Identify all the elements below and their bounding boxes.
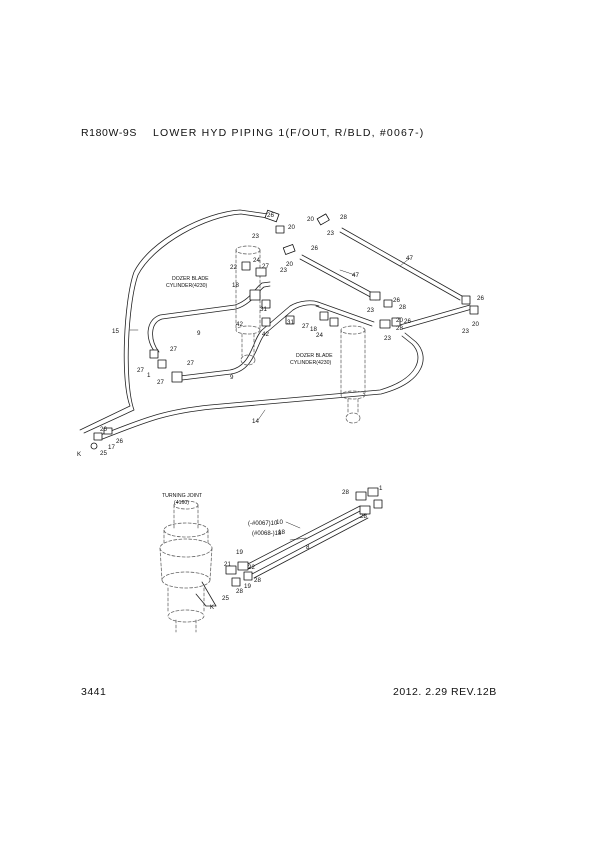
part-number-callout: K bbox=[77, 451, 82, 458]
pipe-47-lower bbox=[299, 254, 379, 301]
pipe-connect bbox=[315, 301, 473, 330]
part-number-callout: 19 bbox=[244, 583, 251, 590]
part-number-callout: 21 bbox=[224, 561, 231, 568]
page-title: LOWER HYD PIPING 1(F/OUT, R/BLD, #0067-) bbox=[153, 127, 425, 139]
part-number-callout: 9 bbox=[197, 330, 201, 337]
part-number-callout: 47 bbox=[352, 272, 359, 279]
part-number-callout: 18 bbox=[310, 326, 317, 333]
part-number-callout: 23 bbox=[462, 328, 469, 335]
serial-range-1-label: (-#0067)10 bbox=[248, 521, 278, 527]
part-number-callout: 15 bbox=[112, 328, 119, 335]
part-number-callout: 28 bbox=[342, 489, 349, 496]
fittings-lower bbox=[225, 487, 383, 587]
model-code: R180W-9S bbox=[81, 127, 137, 139]
part-number-callout: 23 bbox=[252, 233, 259, 240]
part-number-callout: 27 bbox=[170, 346, 177, 353]
part-number-callout: 23 bbox=[384, 335, 391, 342]
part-number-callout: 25 bbox=[100, 450, 107, 457]
part-number-callout: 20 bbox=[307, 216, 314, 223]
dozer-cylinder-right bbox=[340, 325, 366, 424]
part-number-callout: 28 bbox=[236, 588, 243, 595]
part-number-callout: 18 bbox=[278, 529, 285, 536]
turning-joint bbox=[159, 500, 213, 633]
part-number-callout: 10 bbox=[276, 519, 283, 526]
part-number-callout: 22 bbox=[248, 564, 255, 571]
part-number-callout: 26 bbox=[404, 318, 411, 325]
detail-k-marker bbox=[195, 581, 217, 607]
part-number-callout: 28 bbox=[360, 513, 367, 520]
part-number-callout: 8 bbox=[306, 544, 310, 551]
part-number-callout: 23 bbox=[367, 307, 374, 314]
part-number-callout: 31 bbox=[260, 306, 267, 313]
part-number-callout: 25 bbox=[222, 595, 229, 602]
part-number-callout: 42 bbox=[262, 331, 269, 338]
part-number-callout: 27 bbox=[187, 360, 194, 367]
part-number-callout: 20 bbox=[286, 261, 293, 268]
part-number-callout: 28 bbox=[340, 214, 347, 221]
part-number-callout: 17 bbox=[108, 444, 115, 451]
part-number-callout: 22 bbox=[230, 264, 237, 271]
dozer-cylinder-left bbox=[235, 245, 261, 366]
pipe-47-upper bbox=[339, 227, 463, 301]
part-number-callout: 20 bbox=[396, 317, 403, 324]
part-number-callout: 18 bbox=[232, 282, 239, 289]
part-number-callout: 28 bbox=[254, 577, 261, 584]
hose-10-18 bbox=[243, 505, 363, 571]
part-number-callout: 26 bbox=[100, 426, 107, 433]
part-number-callout: 26 bbox=[477, 295, 484, 302]
leader-lines bbox=[129, 257, 411, 541]
part-number-callout: 1 bbox=[379, 485, 383, 492]
part-number-callout: 20 bbox=[472, 321, 479, 328]
part-number-callout: 14 bbox=[252, 418, 259, 425]
hose-15 bbox=[79, 209, 269, 434]
part-number-callout: 19 bbox=[236, 549, 243, 556]
hose-14 bbox=[97, 332, 424, 441]
part-number-callout: 27 bbox=[137, 367, 144, 374]
page-number: 3441 bbox=[81, 686, 107, 698]
dozer-blade-left-label: DOZER BLADE bbox=[172, 276, 209, 282]
part-number-callout: 1 bbox=[147, 372, 151, 379]
part-number-callout: 24 bbox=[316, 332, 323, 339]
fittings-upper bbox=[90, 209, 479, 450]
dozer-blade-left-sublabel: CYLINDER(4230) bbox=[166, 283, 207, 289]
part-number-callout: 23 bbox=[327, 230, 334, 237]
part-number-callout: 20 bbox=[288, 224, 295, 231]
serial-range-2-label: (#0068-)18 bbox=[252, 531, 282, 537]
part-number-callout: 27 bbox=[262, 263, 269, 270]
part-number-callout: 26 bbox=[116, 438, 123, 445]
part-number-callout: 9 bbox=[230, 374, 234, 381]
part-number-callout: 27 bbox=[157, 379, 164, 386]
dozer-blade-right-label: DOZER BLADE bbox=[296, 353, 333, 359]
part-number-callout: 47 bbox=[406, 255, 413, 262]
turning-joint-label: TURNING JOINT bbox=[162, 493, 203, 499]
part-number-callout: 31 bbox=[287, 319, 294, 326]
part-number-callout: 24 bbox=[253, 257, 260, 264]
detail-k-label: K bbox=[210, 605, 214, 611]
turning-joint-sublabel: (4160) bbox=[174, 500, 189, 506]
part-number-callout: 28 bbox=[399, 304, 406, 311]
dozer-blade-right-sublabel: CYLINDER(4230) bbox=[290, 360, 331, 366]
part-number-callout: 42 bbox=[236, 321, 243, 328]
part-number-callout: 27 bbox=[302, 323, 309, 330]
part-number-callout: 26 bbox=[311, 245, 318, 252]
part-number-callout: 26 bbox=[393, 297, 400, 304]
hose-8 bbox=[251, 513, 369, 579]
part-number-callout: 28 bbox=[396, 325, 403, 332]
revision-date: 2012. 2.29 REV.12B bbox=[393, 686, 497, 698]
part-number-callout: 23 bbox=[280, 267, 287, 274]
pipe-9-lower bbox=[179, 300, 320, 381]
part-number-callout: 26 bbox=[267, 212, 274, 219]
